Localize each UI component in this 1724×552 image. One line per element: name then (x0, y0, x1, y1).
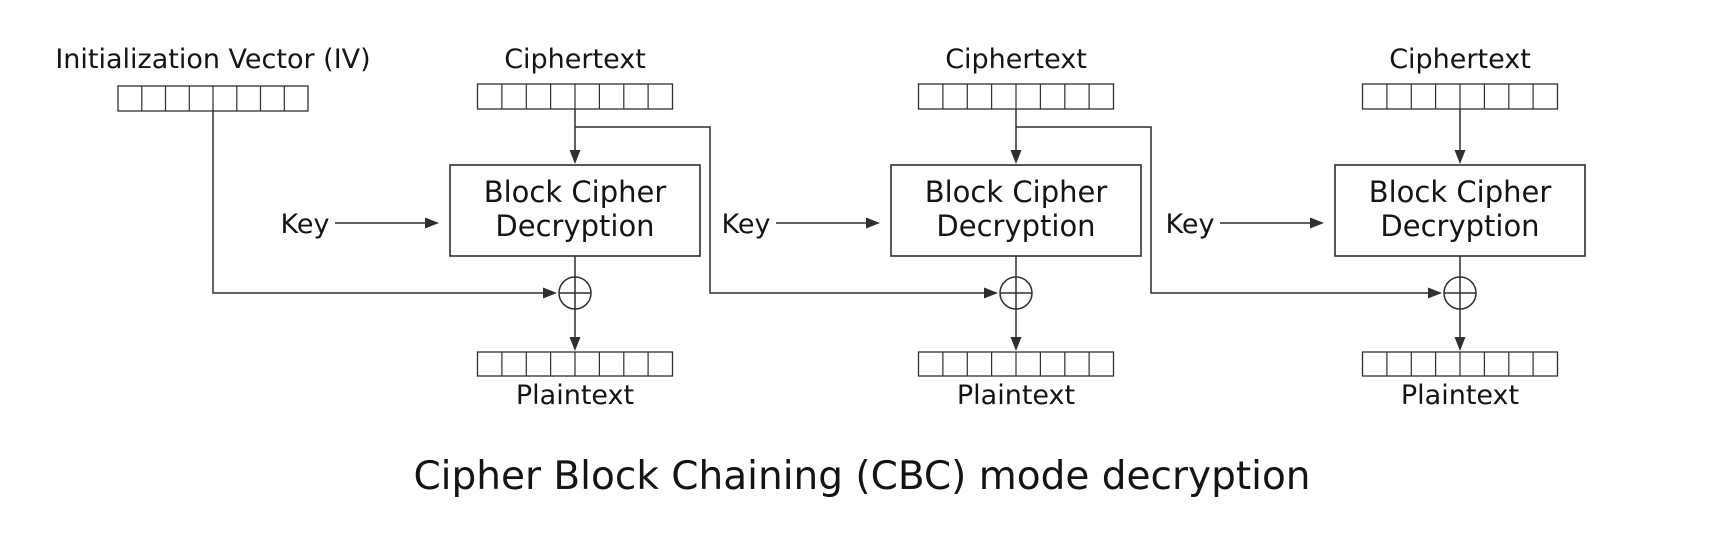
xor-icon (999, 276, 1033, 310)
ciphertext-chain-connector (575, 126, 984, 294)
plaintext-register-cells (942, 352, 1090, 376)
block-box-frame (890, 164, 1142, 257)
ciphertext-chain-connector (1016, 126, 1428, 294)
cbc-unit-1: Ciphertext Key Block Cipher Decryption P… (281, 44, 998, 411)
plaintext-register (917, 351, 1115, 377)
block-cipher-decryption-box: Block Cipher Decryption (449, 164, 701, 257)
arrowhead-icon (984, 287, 998, 299)
cbc-unit-3: Ciphertext Key Block Cipher Decryption P… (1166, 44, 1586, 411)
arrowhead-icon (569, 337, 581, 351)
ciphertext-label: Ciphertext (504, 44, 646, 75)
block-label-line2: Decryption (495, 209, 654, 243)
plaintext-register-cells (501, 352, 649, 376)
iv-register (117, 85, 309, 112)
block-label-line2: Decryption (936, 209, 1095, 243)
block-box-frame (449, 164, 701, 257)
block-label-line2: Decryption (1380, 209, 1539, 243)
xor-cross (1000, 277, 1032, 309)
block-box-frame (1334, 164, 1586, 257)
iv-label: Initialization Vector (IV) (55, 44, 370, 75)
plaintext-register (1361, 351, 1559, 377)
cbc-unit-2: Ciphertext Key Block Cipher Decryption P… (722, 44, 1442, 411)
block-cipher-decryption-box: Block Cipher Decryption (1334, 164, 1586, 257)
plaintext-label: Plaintext (516, 380, 634, 411)
ciphertext-register (476, 83, 674, 110)
iv-register-cells (141, 86, 285, 111)
ciphertext-label: Ciphertext (945, 44, 1087, 75)
iv-group: Initialization Vector (IV) (55, 44, 557, 299)
arrowhead-icon (1454, 337, 1466, 351)
arrowhead-icon (425, 217, 439, 229)
ciphertext-register (1361, 83, 1559, 110)
xor-icon (1443, 276, 1477, 310)
plaintext-label: Plaintext (1401, 380, 1519, 411)
arrowhead-icon (1010, 337, 1022, 351)
arrowhead-icon (569, 150, 581, 164)
diagram-caption: Cipher Block Chaining (CBC) mode decrypt… (413, 454, 1310, 499)
block-cipher-decryption-box: Block Cipher Decryption (890, 164, 1142, 257)
xor-icon (558, 276, 592, 310)
xor-cross (1444, 277, 1476, 309)
arrowhead-icon (1454, 150, 1466, 164)
ciphertext-register (917, 83, 1115, 110)
ciphertext-register-cells (942, 84, 1090, 109)
block-label-line1: Block Cipher (925, 175, 1108, 209)
block-label-line1: Block Cipher (484, 175, 667, 209)
arrowhead-icon (543, 287, 557, 299)
arrowhead-icon (1010, 150, 1022, 164)
ciphertext-label: Ciphertext (1389, 44, 1531, 75)
xor-cross (559, 277, 591, 309)
iv-to-xor1-connector (212, 111, 543, 294)
block-label-line1: Block Cipher (1369, 175, 1552, 209)
plaintext-register-cells (1386, 352, 1534, 376)
plaintext-label: Plaintext (957, 380, 1075, 411)
plaintext-register (476, 351, 674, 377)
key-label: Key (281, 209, 330, 240)
ciphertext-register-cells (501, 84, 649, 109)
arrowhead-icon (1428, 287, 1442, 299)
key-label: Key (722, 209, 771, 240)
key-label: Key (1166, 209, 1215, 240)
arrowhead-icon (1310, 217, 1324, 229)
ciphertext-register-cells (1386, 84, 1534, 109)
arrowhead-icon (866, 217, 880, 229)
